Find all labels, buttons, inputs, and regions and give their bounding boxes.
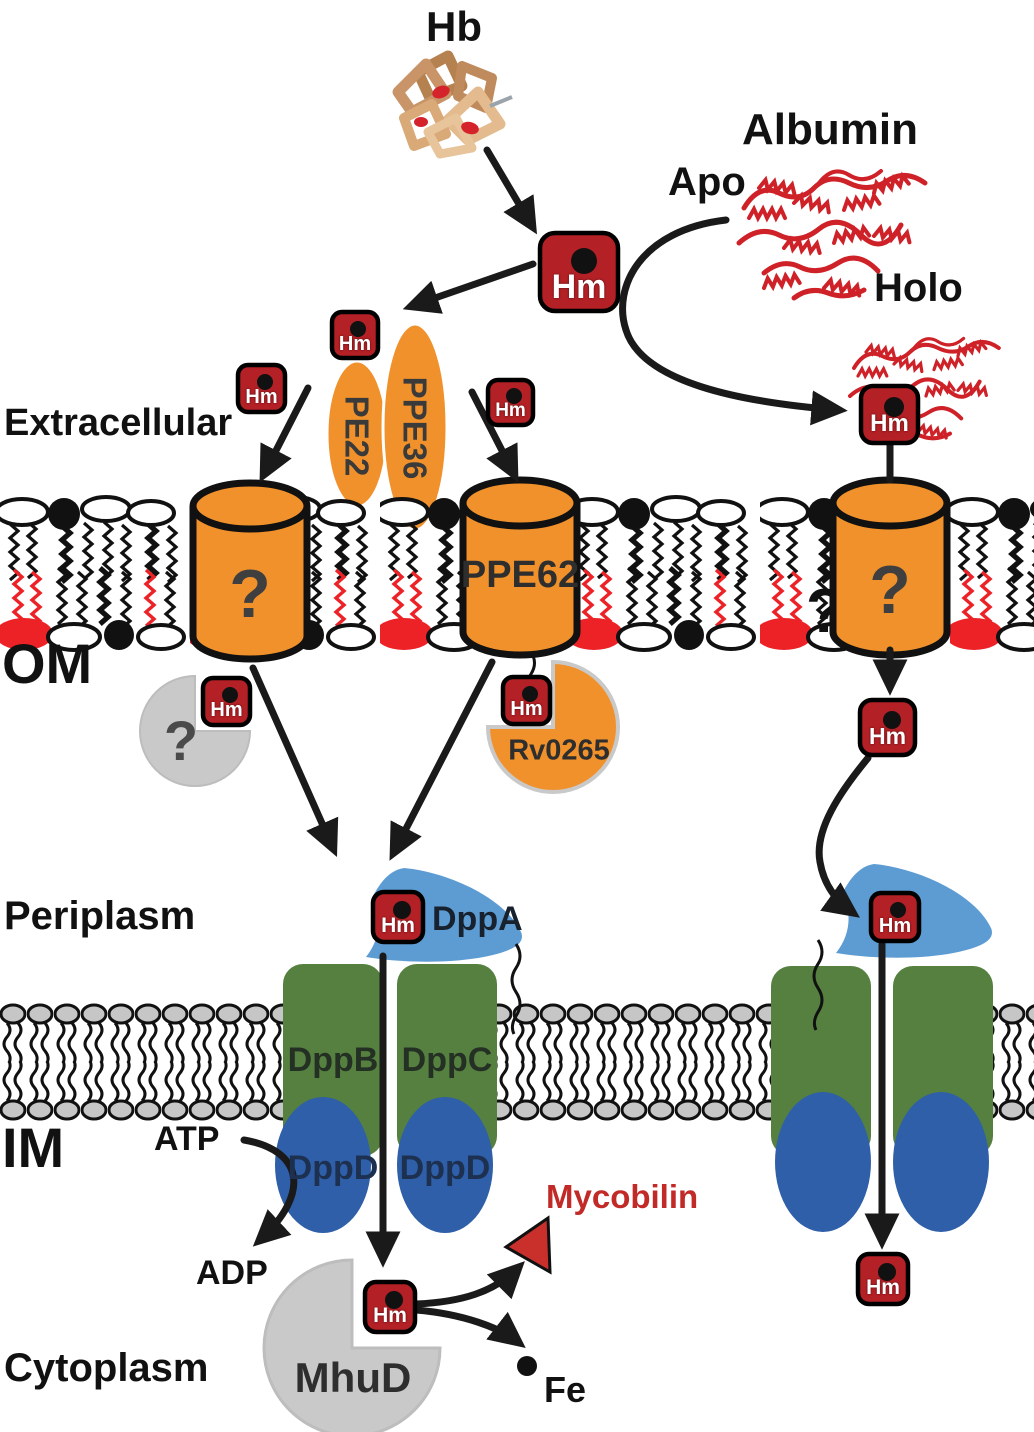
heme-square (485, 377, 536, 428)
unknown-hemophore-pacman (139, 674, 252, 787)
dppd-ellipse (275, 1097, 371, 1233)
heme-label: Hm (245, 386, 278, 408)
arrow-apo-to-holo (619, 216, 848, 426)
unknown-receptor-cylinder-left (189, 479, 311, 663)
heme-square (200, 675, 253, 728)
holo-label: Holo (874, 266, 963, 310)
heme-square (362, 1279, 418, 1335)
arrow-heme-to-pe-ppe (402, 260, 537, 314)
pe22-ppe36-complex (325, 322, 449, 532)
lipid-anchor (812, 939, 824, 1031)
fe-label: Fe (544, 1369, 587, 1410)
om-label: OM (2, 632, 93, 695)
hb-label: Hb (426, 3, 482, 50)
heme-label: Hm (868, 723, 907, 749)
arrow-ppe62-to-dppa (389, 658, 496, 861)
heme-label: Hm (870, 410, 909, 437)
heme-label: Hm (495, 400, 526, 421)
mycobilin-label: Mycobilin (546, 1178, 699, 1215)
heme-square (537, 230, 621, 314)
inner-membrane-left (0, 1002, 286, 1122)
rv0265-label: Rv0265 (508, 734, 610, 767)
heme-label: Hm (210, 699, 243, 721)
arrow-left-to-dppa (249, 664, 339, 857)
arrow-atp-to-adp (240, 1136, 298, 1247)
heme-square (868, 890, 922, 944)
heme-label: Hm (878, 915, 912, 937)
arrow-heme-to-ppe62 (468, 388, 519, 483)
heme-square (858, 383, 921, 446)
pe22-label: PE22 (338, 395, 376, 477)
heme-label: Hm (510, 698, 543, 720)
heme-label: Hm (866, 1276, 900, 1299)
dppb-label: DppB (287, 1041, 379, 1079)
ppe62-cylinder (459, 476, 581, 659)
dppc-label: DppC (401, 1041, 493, 1079)
mhud-label: MhuD (294, 1354, 412, 1401)
heme-squares (200, 230, 922, 1335)
arrow-heme-to-left-cylinder (259, 384, 312, 483)
dpp-transporter-left (275, 964, 497, 1233)
hemoglobin-structure-icon (392, 50, 513, 159)
dpp-transporter-right (771, 966, 993, 1232)
ppe36-label: PPE36 (396, 376, 434, 480)
heme-square (370, 889, 426, 945)
unknown-receptor-cylinder-right (829, 476, 951, 659)
unknown-hemophore-label: ? (163, 709, 199, 772)
heme-square (329, 309, 381, 361)
heme-square (500, 674, 553, 727)
arrow-heme-to-mycobilin (412, 1261, 525, 1308)
inner-membrane-middle (494, 1002, 776, 1122)
adp-label: ADP (196, 1254, 268, 1292)
inner-membrane-right (985, 1002, 1034, 1122)
arrow-hb-to-heme (483, 146, 537, 235)
heme-square (855, 1251, 911, 1307)
heme-label: Hm (373, 1304, 407, 1327)
im-label: IM (2, 1116, 65, 1179)
atp-label: ATP (154, 1120, 220, 1158)
mycobilin-triangle (503, 1215, 552, 1275)
rv0265-pacman (485, 659, 620, 794)
dppd-ellipse (397, 1097, 493, 1233)
dppd-label: DppD (287, 1149, 379, 1187)
heme-label: Hm (338, 333, 372, 355)
dppd-label: DppD (399, 1149, 491, 1187)
extracellular-label: Extracellular (4, 402, 233, 444)
unknown-left-cylinder-label: ? (229, 556, 271, 632)
arrow-heme-to-fe (412, 1306, 526, 1349)
lipid-anchor (510, 943, 522, 1035)
pathway-arrows (240, 146, 908, 1349)
mhud-pacman (262, 1258, 442, 1432)
ppe62-label: PPE62 (460, 554, 580, 596)
heme-label: Hm (551, 268, 607, 306)
periplasm-label: Periplasm (4, 894, 196, 938)
cytoplasm-label: Cytoplasm (4, 1346, 209, 1390)
arrow-heme-to-right-dppa (815, 754, 872, 918)
fe-dot (517, 1356, 537, 1376)
heme-label: Hm (381, 914, 415, 937)
albumin-label: Albumin (742, 105, 918, 154)
heme-square (235, 362, 288, 415)
unknown-right-cylinder-label: ? (869, 552, 911, 628)
apo-label: Apo (668, 160, 746, 204)
dppa-label: DppA (432, 900, 523, 938)
heme-square (857, 697, 918, 758)
